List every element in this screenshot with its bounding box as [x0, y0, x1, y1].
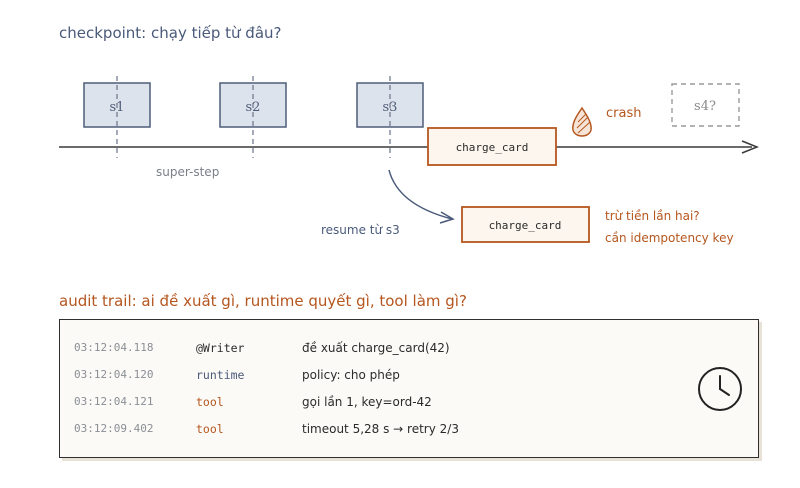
flame-icon	[572, 106, 592, 137]
log-time: 03:12:04.120	[74, 368, 154, 381]
step-box-s1: s1	[83, 76, 151, 158]
clock-icon	[698, 367, 742, 411]
step-label-s3: s3	[383, 100, 398, 115]
resume-arrowhead	[439, 211, 455, 224]
step-label-s1: s1	[110, 100, 125, 115]
log-message: gọi lần 1, key=ord-42	[302, 395, 432, 409]
step-label-s4: s4?	[694, 99, 716, 114]
charge-card-box: charge_card	[427, 127, 557, 166]
log-actor: runtime	[196, 368, 245, 382]
timeline-arrowhead	[741, 140, 760, 154]
audit-log-panel: 03:12:04.118 @Writer đề xuất charge_card…	[59, 319, 759, 458]
step-box-s2: s2	[219, 76, 287, 158]
step-box-s3: s3	[356, 76, 424, 158]
log-time: 03:12:04.121	[74, 395, 154, 408]
double-charge-warning: trừ tiền lần hai? cần idempotency key	[605, 205, 734, 249]
checkpoint-heading: checkpoint: chạy tiếp từ đâu?	[59, 24, 282, 42]
retry-charge-card-box: charge_card	[461, 206, 590, 243]
log-message: đề xuất charge_card(42)	[302, 341, 450, 355]
log-time: 03:12:09.402	[74, 422, 154, 435]
log-actor: tool	[196, 395, 224, 409]
retry-charge-card-label: charge_card	[489, 219, 562, 232]
step-box-s4: s4?	[671, 83, 740, 127]
charge-card-label: charge_card	[456, 141, 529, 154]
warning-line-1: trừ tiền lần hai?	[605, 209, 700, 223]
crash-label: crash	[606, 106, 641, 121]
resume-arrow	[388, 169, 453, 220]
log-actor: @Writer	[196, 341, 245, 355]
log-message: timeout 5,28 s → retry 2/3	[302, 422, 459, 436]
step-label-s2: s2	[246, 100, 261, 115]
log-message: policy: cho phép	[302, 368, 400, 382]
log-actor: tool	[196, 422, 224, 436]
warning-line-2: cần idempotency key	[605, 231, 734, 245]
resume-label: resume từ s3	[321, 223, 400, 237]
audit-heading: audit trail: ai đề xuất gì, runtime quyế…	[59, 292, 467, 310]
log-time: 03:12:04.118	[74, 341, 154, 354]
superstep-label: super-step	[156, 165, 220, 179]
